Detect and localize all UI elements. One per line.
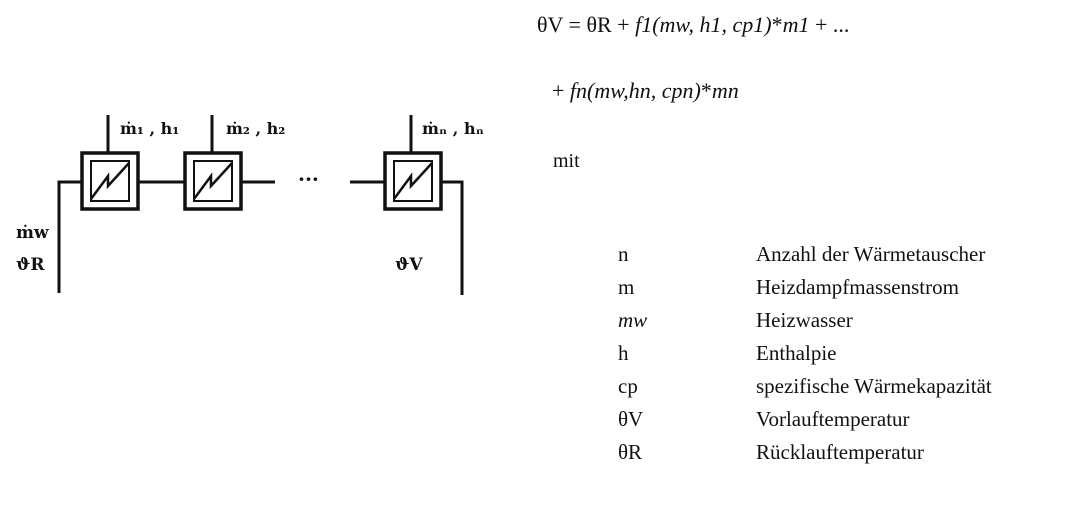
legend-description: spezifische Wärmekapazität [756,374,992,398]
eq-equals: = [568,12,581,37]
legend-row: n Anzahl der Wärmetauscher [618,238,992,271]
legend-row: θR Rücklauftemperatur [618,436,992,469]
heat-exchanger-n [383,151,443,211]
supply-pipe [440,180,464,295]
supply-temp-label: ϑV [395,255,423,275]
legend-description: Anzahl der Wärmetauscher [756,242,986,266]
symbol-legend: n Anzahl der Wärmetauscher m Heizdampfmass… [618,238,992,469]
legend-row: θV Vorlauftemperatur [618,403,992,436]
mit-label: mit [553,150,580,172]
legend-description: Heizwasser [756,308,853,332]
eq-function-1: f1(mw, h1, cp1) [635,12,772,37]
eq-plus: + [617,12,630,37]
legend-symbol: mw [618,308,648,332]
inflow-label-1: ṁ₁ , h₁ [120,119,179,138]
heat-exchanger-diagram: ṁ₁ , h₁ ṁ₂ , h₂ ṁₙ , hₙ ··· ṁw ϑR ϑV [16,115,484,295]
return-temp-label: ϑR [16,255,45,275]
eq-return-temp: θR [586,12,612,37]
inflow-label-n: ṁₙ , hₙ [422,119,484,138]
legend-description: Vorlauftemperatur [756,407,910,431]
legend-symbol: cp [618,374,638,398]
eq-function-n: fn(mw,hn, cpn) [569,78,701,103]
return-pipe [57,180,82,293]
legend-row: cp spezifische Wärmekapazität [618,370,992,403]
legend-symbol: θV [618,407,644,431]
legend-row: m Heizdampfmassenstrom [618,271,992,304]
legend-symbol: h [618,341,629,365]
eq-ellipsis: ... [832,12,850,37]
eq-mass-n: mn [711,78,739,103]
inflow-label-2: ṁ₂ , h₂ [226,119,285,138]
legend-description: Heizdampfmassenstrom [756,275,959,299]
equation-line-2: + fn(mw,hn, cpn)*mn [552,78,739,104]
eq-plus: + [552,78,565,103]
legend-row: h Enthalpie [618,337,992,370]
heat-exchanger-2 [183,151,243,211]
eq-plus: + [814,12,828,37]
eq-supply-temp: θV [537,12,564,37]
equation-line-1: θV = θR + f1(mw, h1, cp1)*m1 + ... [537,12,849,38]
legend-description: Rücklauftemperatur [756,440,924,464]
legend-row: mw Heizwasser [618,304,992,337]
eq-mass-1: m1 [782,12,810,37]
legend-symbol: m [618,275,635,299]
heat-exchanger-1 [80,151,140,211]
legend-description: Enthalpie [756,341,837,365]
eq-times: * [771,12,783,37]
ellipsis: ··· [298,167,319,191]
mass-flow-label: ṁw [16,223,49,243]
eq-times: * [700,78,712,103]
legend-symbol: n [618,242,629,266]
legend-symbol: θR [618,440,643,464]
